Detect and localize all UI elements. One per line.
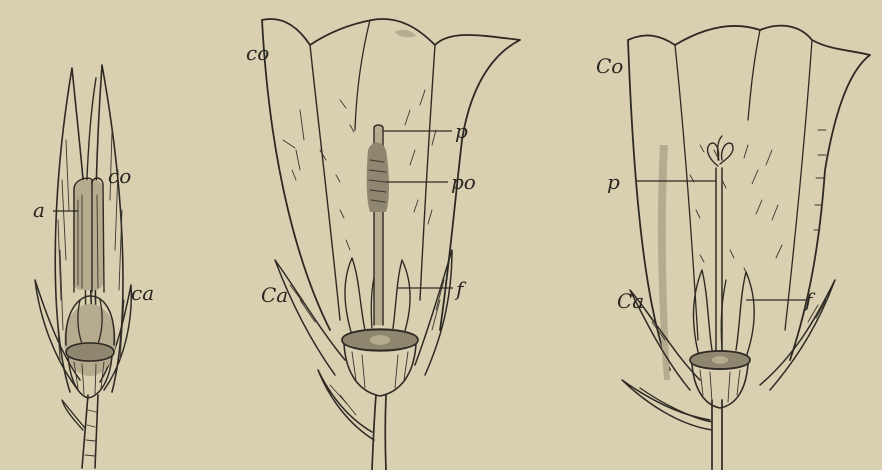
open-flower-illustration bbox=[262, 19, 520, 470]
open-label-ca: Ca bbox=[261, 283, 288, 307]
bud-illustration bbox=[35, 65, 131, 468]
bud-label-a: a bbox=[33, 198, 45, 222]
older-flower-illustration bbox=[622, 26, 870, 470]
older-label-co: Co bbox=[596, 54, 623, 78]
open-label-f: f bbox=[454, 277, 467, 301]
open-label-p: p bbox=[455, 119, 468, 143]
older-label-p: p bbox=[607, 170, 620, 194]
open-label-co: co bbox=[246, 41, 269, 65]
older-label-ca: Ca bbox=[617, 289, 644, 313]
bud-label-ca: ca bbox=[131, 281, 154, 305]
bud-label-co: co bbox=[108, 164, 131, 188]
open-label-po: po bbox=[451, 170, 476, 194]
older-label-f: f bbox=[803, 288, 816, 312]
